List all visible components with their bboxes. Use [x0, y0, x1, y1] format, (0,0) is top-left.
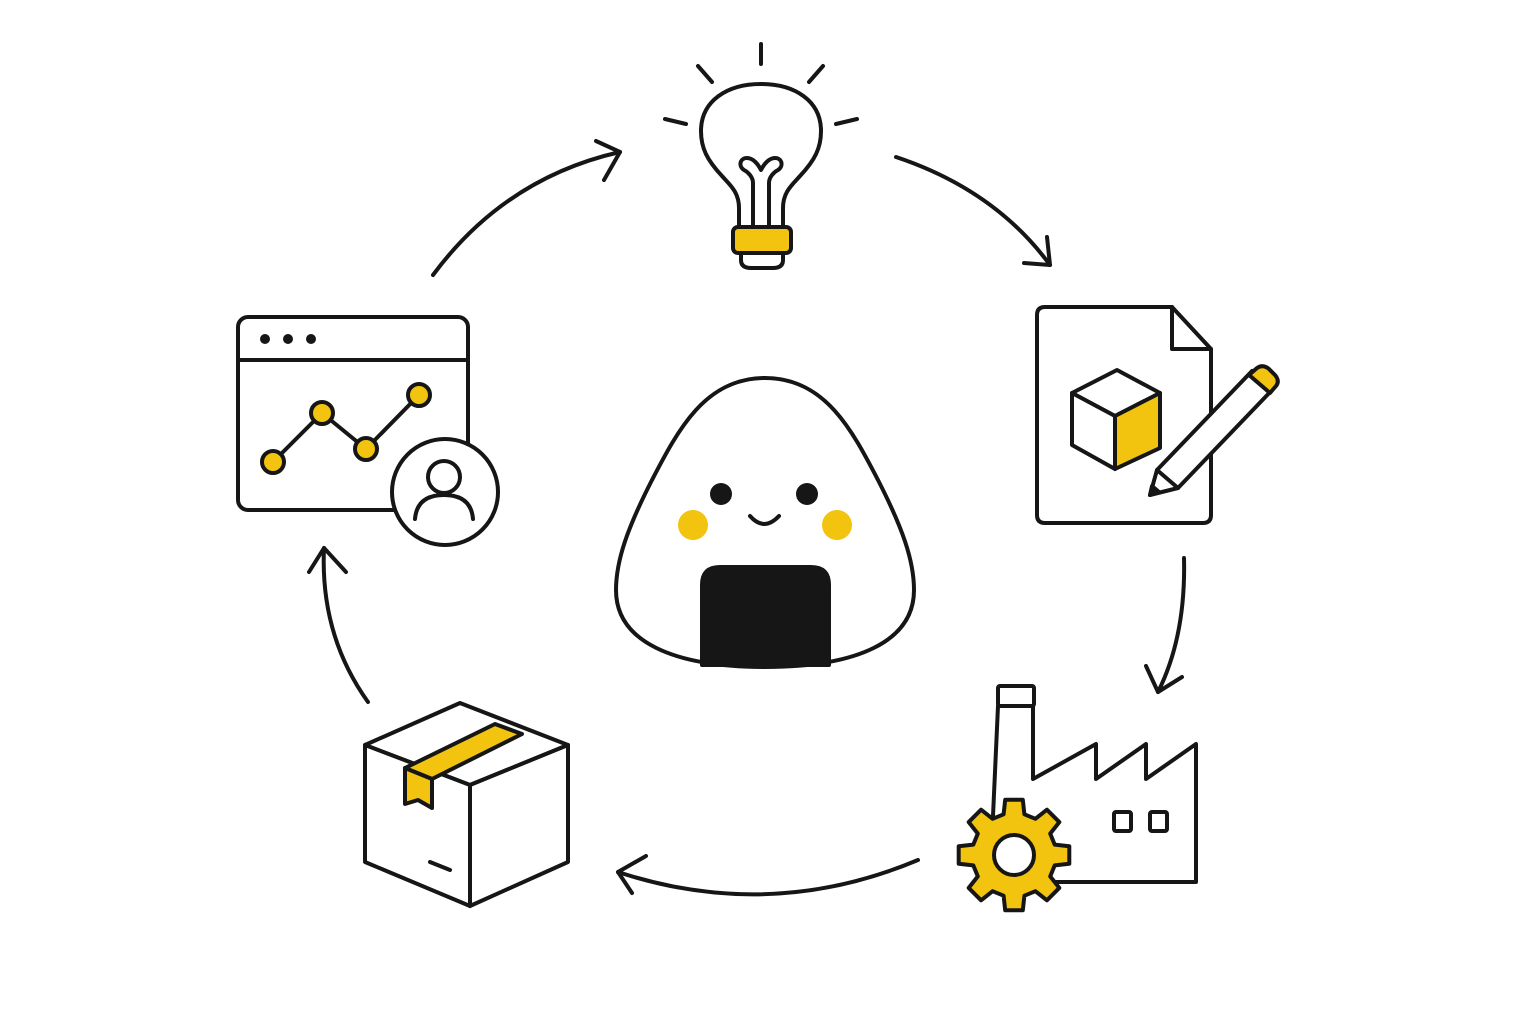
- arrow-idea-to-design: [894, 155, 1052, 267]
- cycle-arrows: [307, 139, 1187, 897]
- analytics-dashboard-icon: [236, 315, 500, 547]
- document-fold: [1170, 305, 1213, 351]
- lightbulb-icon: [663, 42, 859, 270]
- left-eye: [710, 483, 732, 505]
- box-right-face: [468, 743, 570, 908]
- box-tape-side: [403, 766, 434, 810]
- window-dot: [306, 334, 316, 344]
- package-box-icon: [363, 701, 570, 908]
- smile: [748, 514, 781, 526]
- bulb-filament: [738, 156, 784, 229]
- bulb-base: [731, 225, 793, 255]
- arrow-design-to-manufacturing: [1144, 556, 1187, 694]
- cube-icon: [1070, 368, 1162, 471]
- factory-window: [1112, 810, 1133, 833]
- left-cheek: [678, 510, 708, 540]
- chimney-cap: [996, 684, 1036, 708]
- factory-window: [1148, 810, 1169, 833]
- window-dot: [260, 334, 270, 344]
- arrow-manufacturing-to-shipping: [616, 854, 920, 897]
- window-dot: [283, 334, 293, 344]
- pencil-icon: [1148, 364, 1280, 497]
- arrow-shipping-to-analytics: [307, 546, 370, 704]
- bulb-tip: [739, 251, 785, 270]
- right-cheek: [822, 510, 852, 540]
- onigiri-mascot-icon: [614, 376, 916, 669]
- right-eye: [796, 483, 818, 505]
- design-document-icon: [1035, 305, 1280, 525]
- user-avatar-icon: [390, 437, 500, 547]
- nori-seaweed: [700, 565, 831, 667]
- factory-gear-icon: [956, 684, 1198, 913]
- bulb-glass: [699, 82, 823, 229]
- line-chart: [260, 382, 432, 475]
- arrow-analytics-to-idea: [431, 139, 622, 277]
- light-rays: [663, 42, 859, 126]
- gear-icon: [956, 797, 1072, 913]
- box-label-line: [428, 860, 452, 872]
